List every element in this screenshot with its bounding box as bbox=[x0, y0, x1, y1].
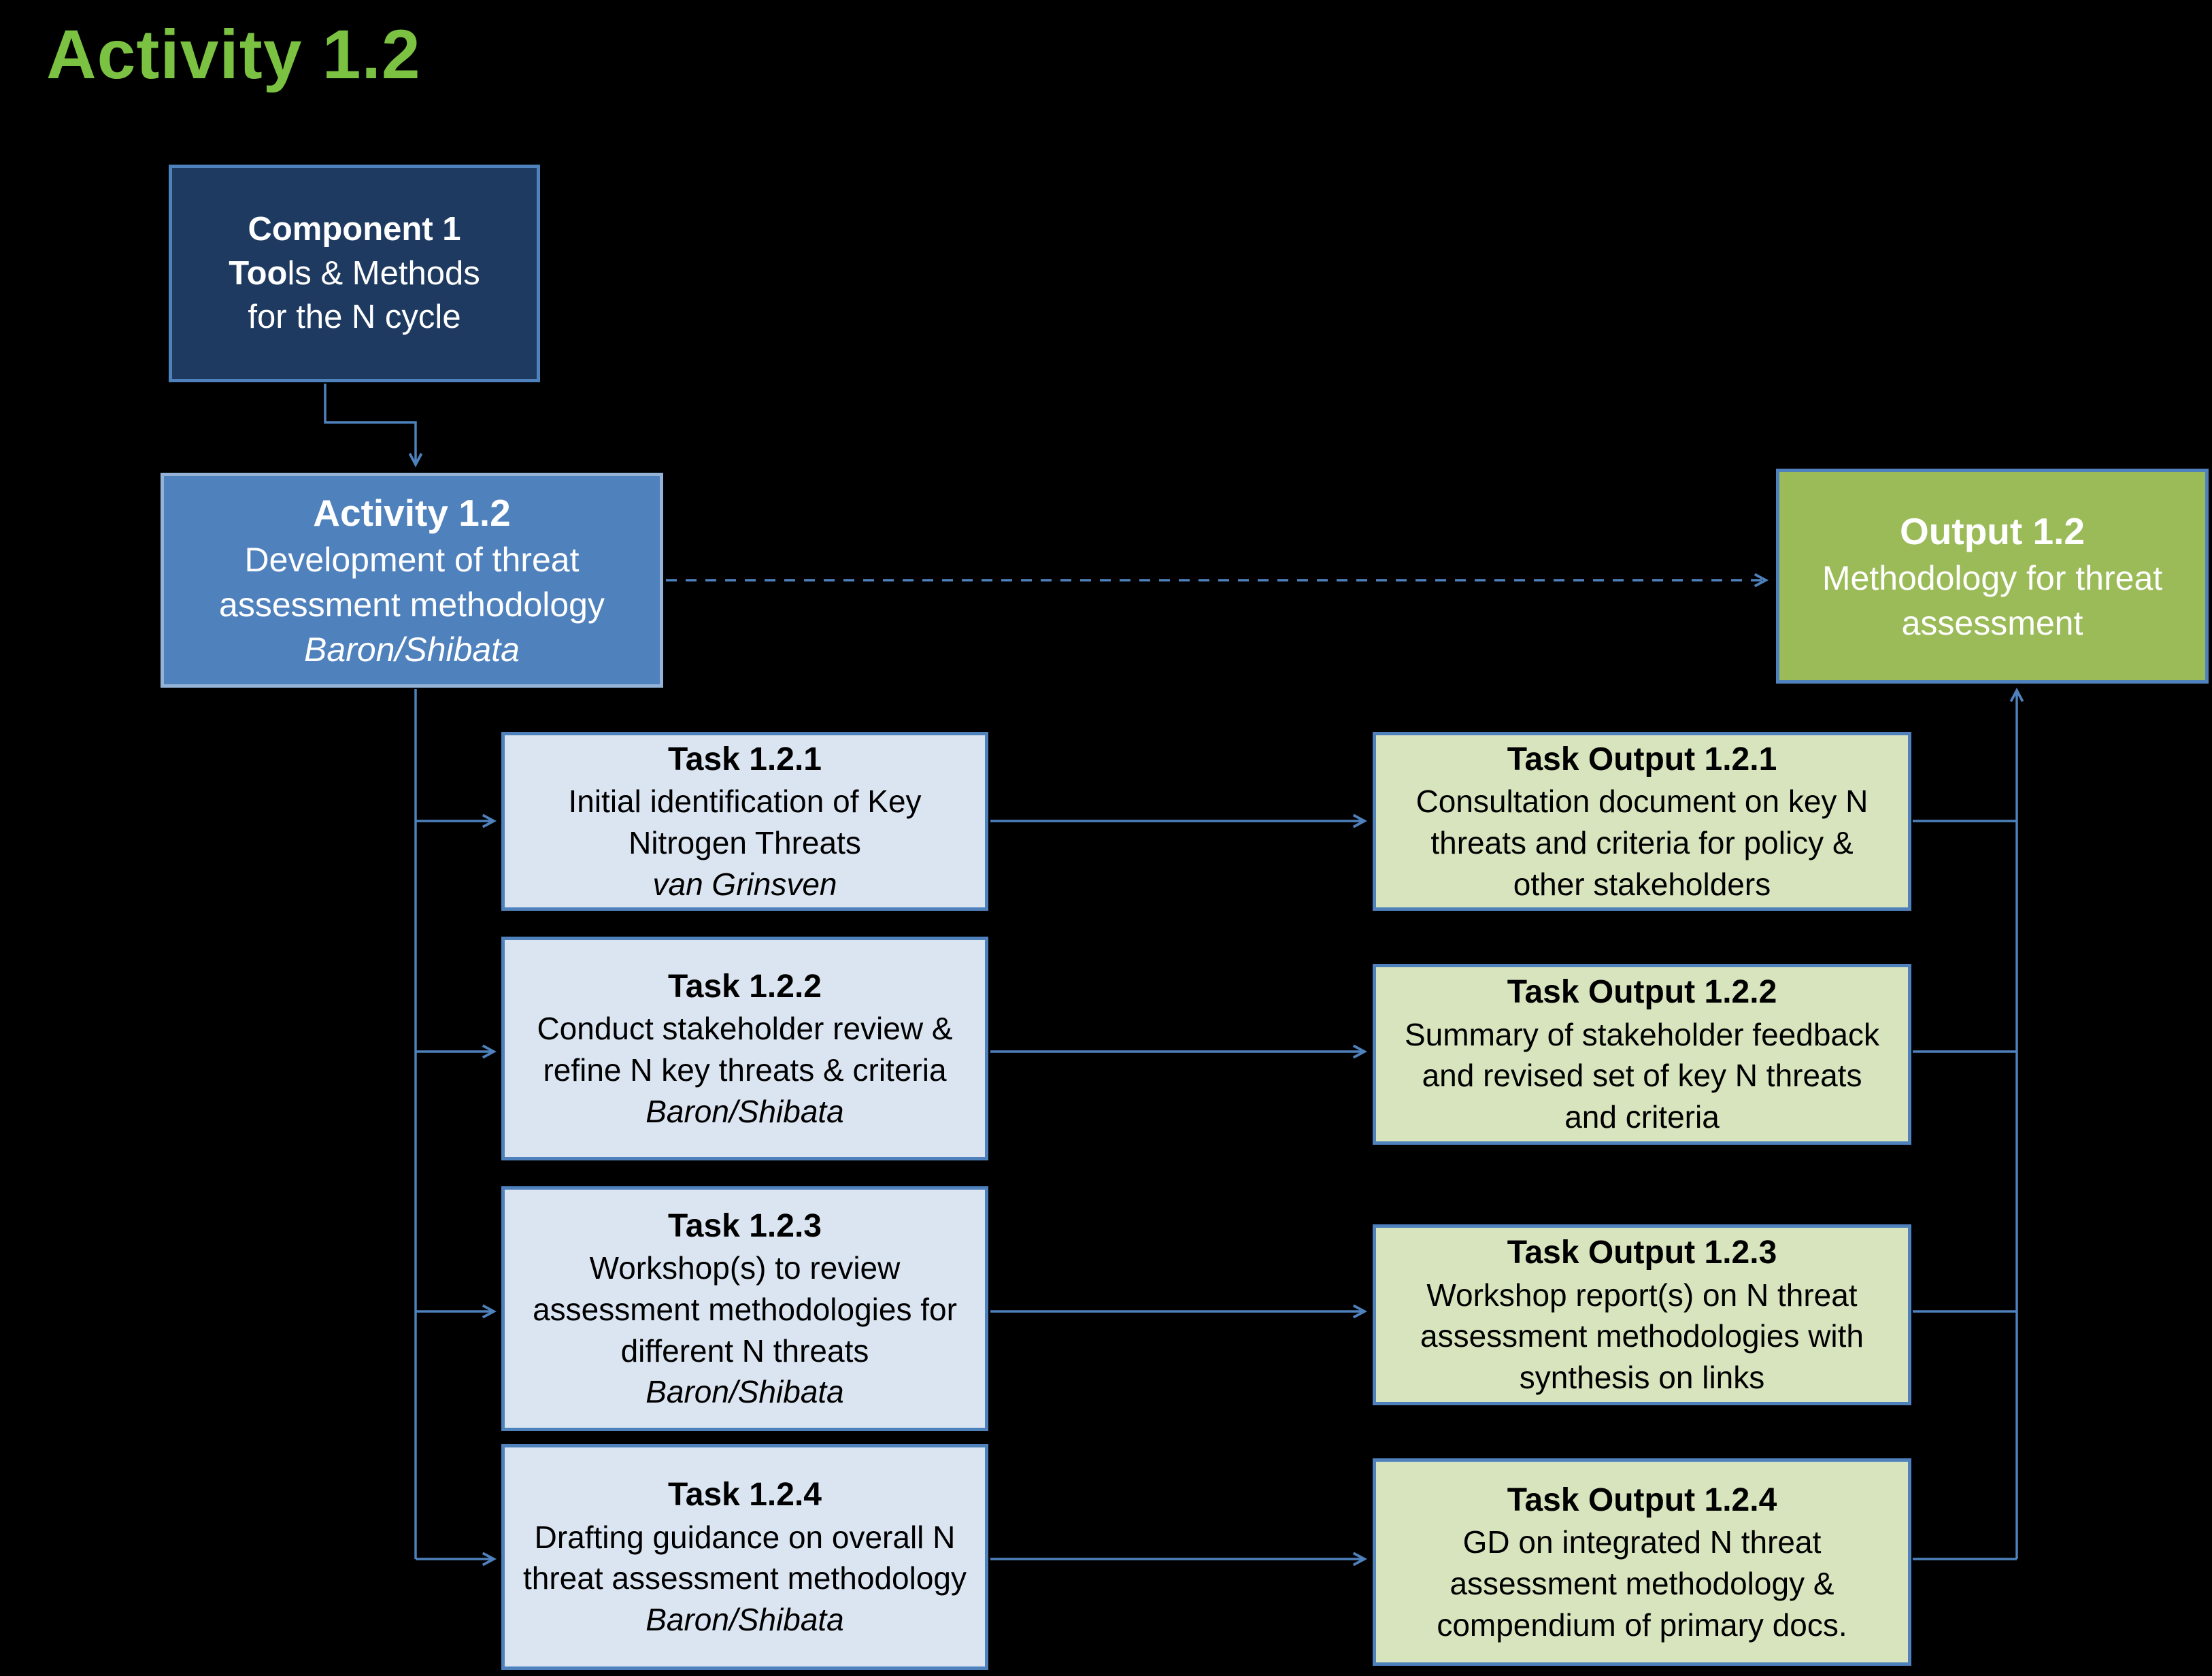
component-line2-rest-part: ls & Methods bbox=[287, 254, 480, 292]
node-task-output-1-2-2: Task Output 1.2.2 Summary of stakeholder… bbox=[1373, 964, 1911, 1145]
component-line2-bold-part: Too bbox=[229, 254, 288, 292]
activity-heading: Activity 1.2 bbox=[313, 491, 511, 534]
node-task-1-2-1: Task 1.2.1 Initial identification of Key… bbox=[501, 732, 988, 911]
task-output-heading: Task Output 1.2.4 bbox=[1507, 1481, 1777, 1518]
task-output-body: Workshop report(s) on N threat assessmen… bbox=[1420, 1277, 1864, 1396]
task-owner: Baron/Shibata bbox=[646, 1374, 844, 1410]
activity-owner: Baron/Shibata bbox=[304, 631, 520, 669]
task-output-body: Summary of stakeholder feedback and revi… bbox=[1404, 1016, 1880, 1135]
node-activity-1-2: Activity 1.2 Development of threat asses… bbox=[161, 473, 663, 688]
task-owner: Baron/Shibata bbox=[646, 1602, 844, 1638]
node-task-output-1-2-4: Task Output 1.2.4 GD on integrated N thr… bbox=[1373, 1458, 1911, 1666]
task-owner: van Grinsven bbox=[652, 866, 837, 902]
node-component-1: Component 1 Tools & Methods for the N cy… bbox=[169, 165, 540, 382]
task-heading: Task 1.2.3 bbox=[668, 1207, 822, 1244]
task-output-heading: Task Output 1.2.1 bbox=[1507, 741, 1777, 777]
node-task-output-1-2-1: Task Output 1.2.1 Consultation document … bbox=[1373, 732, 1911, 911]
activity-body: Development of threat assessment methodo… bbox=[219, 541, 605, 624]
output-body: Methodology for threat assessment bbox=[1822, 559, 2163, 643]
task-output-heading: Task Output 1.2.3 bbox=[1507, 1235, 1777, 1271]
task-body: Initial identification of Key Nitrogen T… bbox=[568, 784, 922, 860]
task-owner: Baron/Shibata bbox=[646, 1093, 844, 1129]
node-task-1-2-3: Task 1.2.3 Workshop(s) to review assessm… bbox=[501, 1186, 988, 1431]
task-output-heading: Task Output 1.2.2 bbox=[1507, 974, 1777, 1011]
page-title: Activity 1.2 bbox=[46, 16, 421, 93]
task-body: Conduct stakeholder review & refine N ke… bbox=[537, 1011, 953, 1088]
arrow-component-to-activity bbox=[324, 384, 423, 468]
component-line3: for the N cycle bbox=[248, 299, 461, 336]
node-task-1-2-4: Task 1.2.4 Drafting guidance on overall … bbox=[501, 1444, 988, 1670]
task-output-body: Consultation document on key N threats a… bbox=[1415, 784, 1869, 902]
node-output-1-2: Output 1.2 Methodology for threat assess… bbox=[1776, 469, 2209, 684]
node-task-output-1-2-3: Task Output 1.2.3 Workshop report(s) on … bbox=[1373, 1224, 1911, 1405]
node-task-1-2-2: Task 1.2.2 Conduct stakeholder review & … bbox=[501, 937, 988, 1160]
task-heading: Task 1.2.1 bbox=[668, 741, 822, 777]
output-heading: Output 1.2 bbox=[1900, 509, 2085, 552]
task-body: Workshop(s) to review assessment methodo… bbox=[533, 1250, 957, 1369]
task-body: Drafting guidance on overall N threat as… bbox=[522, 1519, 967, 1596]
task-heading: Task 1.2.4 bbox=[668, 1477, 822, 1513]
task-heading: Task 1.2.2 bbox=[668, 968, 822, 1005]
component-line2: Tools & Methods bbox=[229, 252, 480, 296]
component-heading: Component 1 bbox=[248, 210, 461, 248]
task-output-body: GD on integrated N threat assessment met… bbox=[1437, 1524, 1847, 1643]
